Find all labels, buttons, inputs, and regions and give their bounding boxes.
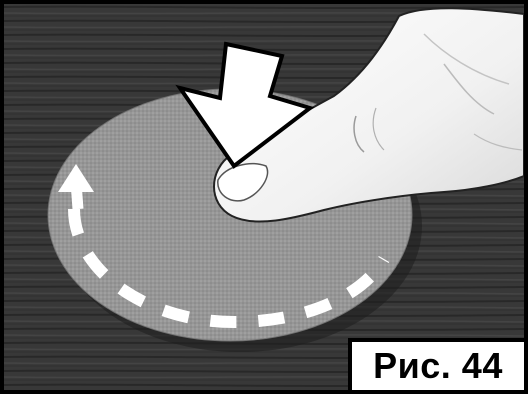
figure-caption: Рис. 44 xyxy=(348,338,524,390)
photo-illustration xyxy=(4,4,524,390)
